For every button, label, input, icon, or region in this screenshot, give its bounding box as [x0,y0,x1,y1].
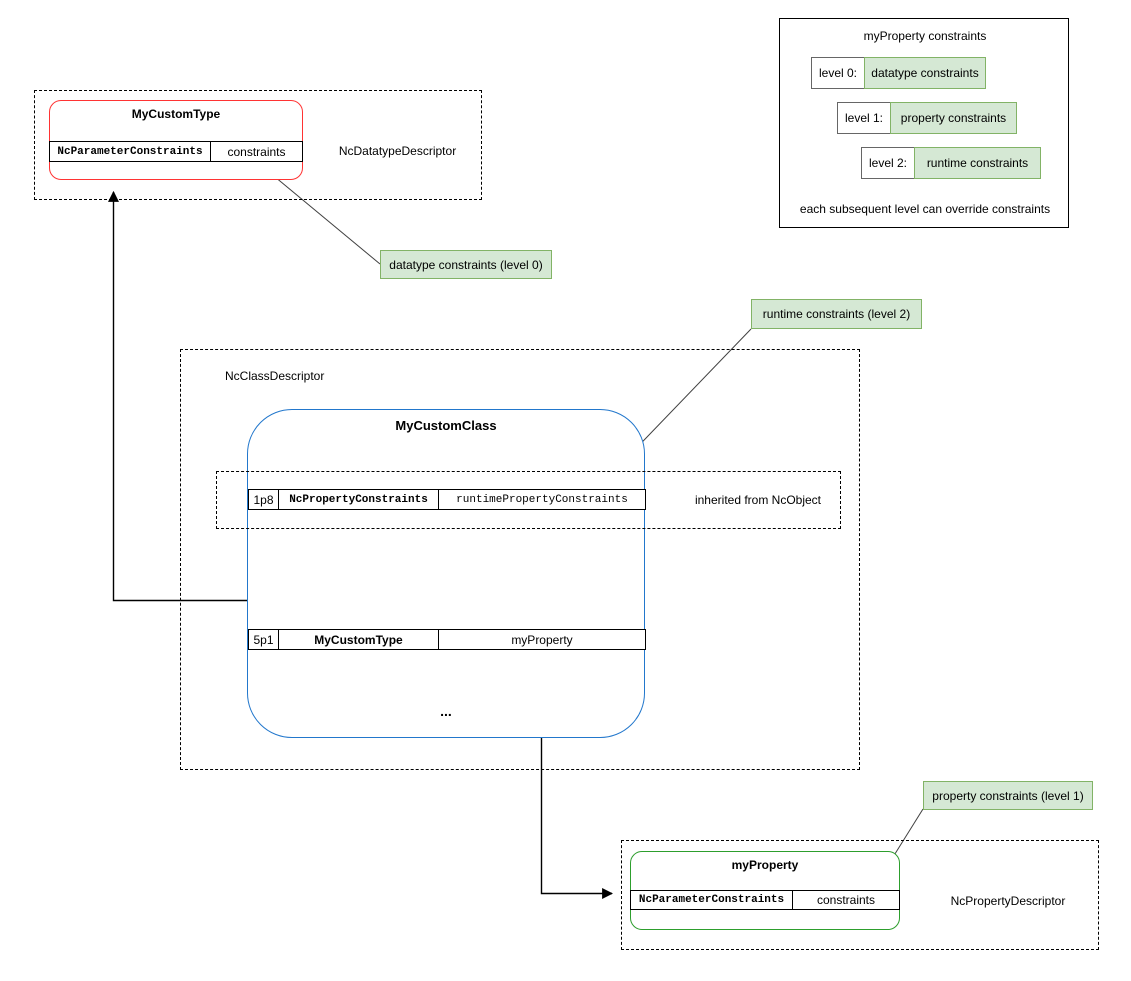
datatype-descriptor-label: NcDatatypeDescriptor [338,144,457,158]
mycustomclass-box [247,409,645,738]
datatype-descriptor-container [34,90,482,200]
legend-level-2-value: runtime constraints [914,147,1041,179]
class-descriptor-container [180,349,860,770]
datatype-constraints-callout: datatype constraints (level 0) [380,250,552,279]
mycustomtype-title: MyCustomType [131,107,221,121]
legend-level-1-label: level 1: [837,102,891,134]
property-name-cell: runtimePropertyConstraints [438,490,645,509]
property-row-1p8: 1p8 NcPropertyConstraints runtimePropert… [248,489,646,510]
legend-level-1-value: property constraints [890,102,1017,134]
mycustomtype-constraints-row: NcParameterConstraints constraints [49,141,303,162]
property-type-cell: MyCustomType [278,630,438,649]
myproperty-constraints-row: NcParameterConstraints constraints [630,890,900,910]
legend-level-2: level 2: runtime constraints [861,147,1041,179]
property-row-5p1: 5p1 MyCustomType myProperty [248,629,646,650]
property-id-cell: 1p8 [253,492,274,507]
property-name-cell: myProperty [438,630,645,649]
property-descriptor-container [621,840,1099,950]
runtime-constraints-callout: runtime constraints (level 2) [751,299,922,329]
property-constraints-callout: property constraints (level 1) [923,781,1093,810]
legend-level-0-label: level 0: [811,57,865,89]
legend-box: myProperty constraints level 0: datatype… [779,18,1069,228]
legend-level-1: level 1: property constraints [837,102,1017,134]
field-name-cell: constraints [792,891,899,909]
field-type-cell: NcParameterConstraints [638,894,785,906]
legend-level-0-value: datatype constraints [864,57,986,89]
myproperty-title: myProperty [731,858,799,872]
class-ellipsis: ... [440,703,452,719]
mycustomclass-title: MyCustomClass [395,417,497,433]
legend-level-2-label: level 2: [861,147,915,179]
property-descriptor-label: NcPropertyDescriptor [950,894,1066,908]
property-type-cell: NcPropertyConstraints [278,490,438,509]
legend-level-0: level 0: datatype constraints [811,57,986,89]
inherited-from-ncobject-container [216,471,841,529]
inherited-from-ncobject-note: inherited from NcObject [694,493,822,507]
legend-footnote: each subsequent level can override const… [799,202,1051,216]
mycustomtype-box [49,100,303,180]
legend-title: myProperty constraints [863,29,987,43]
property-id-cell: 5p1 [253,632,274,647]
field-name-cell: constraints [210,142,302,161]
class-descriptor-label: NcClassDescriptor [225,369,325,383]
field-type-cell: NcParameterConstraints [57,145,203,158]
